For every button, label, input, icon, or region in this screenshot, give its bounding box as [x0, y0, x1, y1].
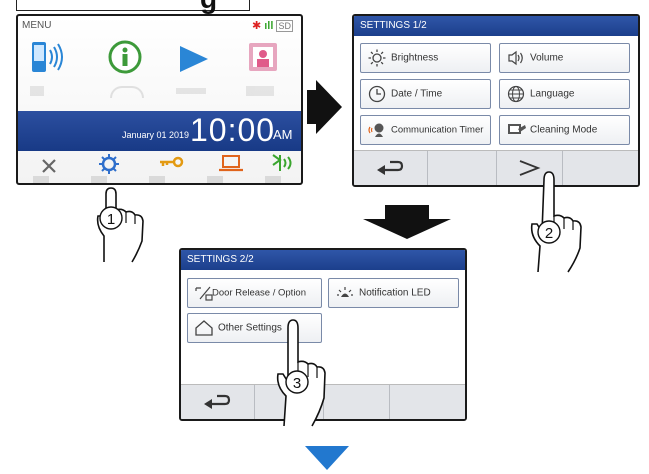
next-page-icon[interactable]	[517, 158, 541, 178]
settings-gear-icon[interactable]	[98, 153, 120, 175]
step-arrow-right-icon	[316, 80, 342, 134]
clock-date: January 01 2019	[122, 130, 190, 140]
back-icon[interactable]	[203, 393, 231, 411]
step-number: 2	[545, 225, 553, 242]
next-step-arrow-icon	[305, 446, 349, 470]
volume-button[interactable]: Volume	[499, 43, 630, 73]
volume-icon	[508, 50, 523, 66]
bar-divider	[427, 151, 428, 185]
step-arrow-down-icon	[363, 219, 451, 239]
step-arrow-right-stem	[307, 90, 317, 124]
info-icon[interactable]	[108, 40, 142, 74]
key-icon[interactable]	[158, 156, 184, 174]
house-icon	[195, 320, 213, 336]
pointing-hand-icon: 2	[530, 171, 582, 273]
clock-icon	[368, 85, 386, 103]
signal-icon: ıll	[264, 20, 274, 32]
bottom-icon-reflections	[33, 176, 293, 183]
button-label: Brightness	[391, 52, 439, 64]
settings-screen-1: SETTINGS 1/2 Brightness Volume Date / Ti…	[352, 14, 640, 187]
icon-reflections	[30, 86, 300, 106]
notification-led-button[interactable]: Notification LED	[328, 278, 459, 308]
photo-icon[interactable]	[246, 40, 280, 74]
button-label: Date / Time	[391, 88, 443, 100]
bar-divider	[254, 385, 255, 419]
heading-fragment: g	[200, 0, 218, 15]
bar-divider	[562, 151, 563, 185]
menu-label: MENU	[22, 20, 52, 31]
sd-card-icon: SD	[276, 20, 293, 32]
close-icon[interactable]	[40, 157, 58, 175]
cleaning-icon	[508, 124, 526, 134]
clock-time: 10:00	[190, 112, 276, 148]
bluetooth-icon: ✱	[251, 20, 262, 32]
communication-timer-icon	[368, 123, 384, 137]
button-label: Notification LED	[359, 287, 431, 299]
button-label: Cleaning Mode	[530, 124, 598, 136]
title-bar: SETTINGS 1/2	[354, 16, 638, 36]
button-label: Language	[530, 88, 575, 100]
button-label: Communication Timer	[391, 124, 484, 136]
door-release-icon	[195, 286, 213, 301]
status-icons: ✱ ıll SD	[252, 19, 293, 32]
button-label: Volume	[530, 52, 564, 64]
menu-screen: MENU ✱ ıll SD January 01 2019 10:00 AM	[16, 14, 303, 185]
button-label: Other Settings	[218, 322, 282, 334]
heading-frame	[16, 0, 250, 11]
language-button[interactable]: Language	[499, 79, 630, 109]
intercom-icon[interactable]	[30, 40, 64, 74]
step-number: 1	[107, 211, 115, 228]
settings-title: SETTINGS 1/2	[360, 20, 427, 31]
back-icon[interactable]	[376, 159, 404, 177]
bar-divider	[496, 151, 497, 185]
button-label: Door Release / Option	[212, 287, 306, 299]
door-signal-icon[interactable]	[270, 152, 296, 174]
monitor-icon[interactable]	[218, 154, 244, 174]
globe-icon	[507, 85, 525, 103]
brightness-button[interactable]: Brightness	[360, 43, 491, 73]
cleaning-mode-button[interactable]: Cleaning Mode	[499, 115, 630, 145]
brightness-icon	[368, 49, 386, 67]
clock-bar: January 01 2019 10:00 AM	[18, 111, 301, 151]
other-settings-button[interactable]: Other Settings	[187, 313, 322, 343]
play-icon[interactable]	[176, 42, 210, 76]
door-release-option-button[interactable]: Door Release / Option	[187, 278, 322, 308]
clock-ampm: AM	[273, 127, 293, 142]
notification-led-icon	[337, 287, 353, 297]
step-number: 3	[293, 375, 301, 392]
date-time-button[interactable]: Date / Time	[360, 79, 491, 109]
title-bar: SETTINGS 2/2	[181, 250, 465, 270]
step-arrow-down-stem	[385, 205, 429, 219]
pointing-hand-icon: 3	[276, 319, 326, 427]
bottom-navigation-bar	[354, 150, 638, 185]
pointing-hand-icon: 1	[96, 187, 144, 263]
settings-title: SETTINGS 2/2	[187, 254, 254, 265]
bar-divider	[389, 385, 390, 419]
communication-timer-button[interactable]: Communication Timer	[360, 115, 491, 145]
